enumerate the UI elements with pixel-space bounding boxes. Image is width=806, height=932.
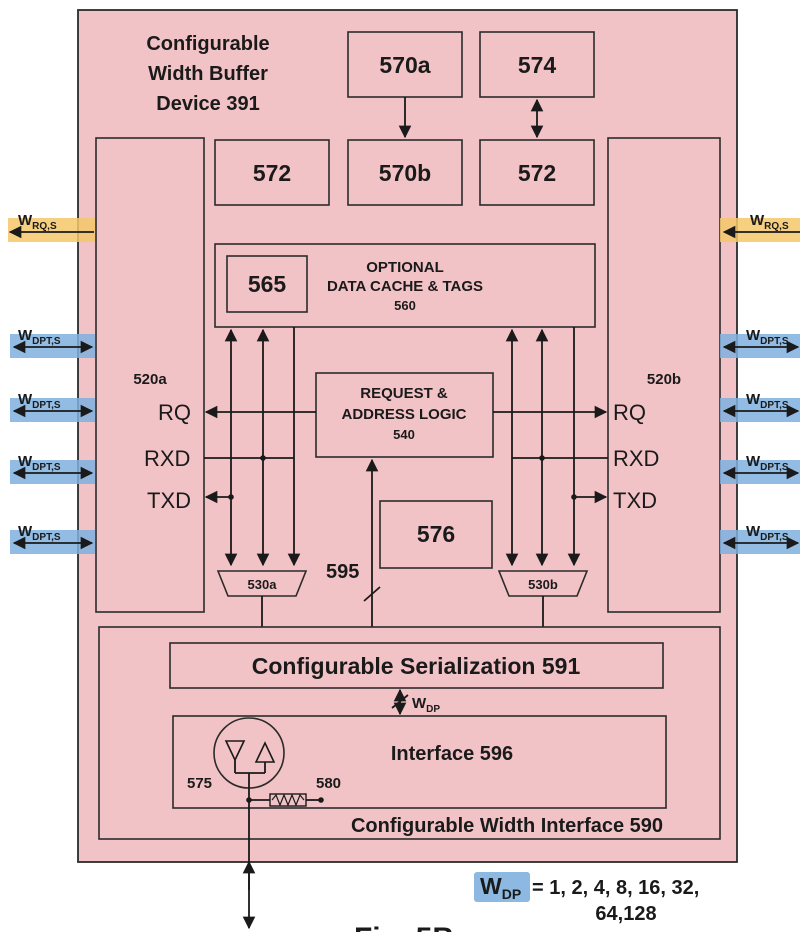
device-title-line3: Device 391 bbox=[156, 93, 259, 115]
wdp-label: WDP bbox=[412, 695, 440, 715]
wdp-slash bbox=[391, 694, 409, 709]
block-572-left bbox=[214, 139, 330, 206]
block-570b bbox=[347, 139, 463, 206]
w-dpt-right-1-label: WDPT,S bbox=[746, 327, 789, 347]
serialization-591 bbox=[169, 642, 664, 689]
mux-530a bbox=[216, 570, 308, 597]
bus-595-slash bbox=[363, 586, 381, 602]
block-572-right bbox=[479, 139, 595, 206]
pin-txd-left: TXD bbox=[147, 488, 191, 513]
block-576 bbox=[379, 500, 493, 569]
w-rq-left-label: WRQ,S bbox=[18, 212, 57, 232]
block-572-left-label: 572 bbox=[253, 160, 291, 186]
logic-line1: REQUEST & bbox=[360, 385, 448, 402]
w-dpt-right-4-label: WDPT,S bbox=[746, 523, 789, 543]
block-574-label: 574 bbox=[518, 52, 557, 78]
cache-line3: 560 bbox=[394, 298, 416, 313]
bus-595-label: 595 bbox=[326, 561, 359, 583]
device-title-line1: Configurable bbox=[146, 33, 269, 55]
cache-tag-565 bbox=[226, 255, 308, 313]
mux-530b-label: 530b bbox=[528, 577, 558, 592]
w-dpt-right-2-label: WDPT,S bbox=[746, 391, 789, 411]
port-520b-label: 520b bbox=[647, 371, 681, 388]
pin-txd-right: TXD bbox=[613, 488, 657, 513]
serialization-label: Configurable Serialization 591 bbox=[252, 653, 581, 679]
block-570b-label: 570b bbox=[379, 160, 431, 186]
port-block-520b bbox=[607, 137, 721, 613]
device-title-line2: Width Buffer bbox=[148, 63, 268, 85]
w-rq-left-highlight bbox=[8, 218, 95, 242]
w-dpt-left-2-label: WDPT,S bbox=[18, 391, 61, 411]
interface-label: Interface 596 bbox=[391, 743, 513, 765]
w-dpt-right-3-label: WDPT,S bbox=[746, 453, 789, 473]
pin-rxd-left: RXD bbox=[144, 446, 190, 471]
pin-rxd-right: RXD bbox=[613, 446, 659, 471]
port-520a-label: 520a bbox=[133, 371, 167, 388]
cache-line1: OPTIONAL bbox=[366, 259, 444, 276]
mux-530a-label: 530a bbox=[248, 577, 278, 592]
cache-line2: DATA CACHE & TAGS bbox=[327, 278, 483, 295]
pin-rq-left: RQ bbox=[158, 400, 191, 425]
block-574 bbox=[479, 31, 595, 98]
request-address-logic-540 bbox=[315, 372, 494, 458]
cache-tag-565-label: 565 bbox=[248, 271, 287, 297]
block-572-right-label: 572 bbox=[518, 160, 556, 186]
wdp-footer-symbol: WDP bbox=[480, 873, 521, 902]
logic-line3: 540 bbox=[393, 427, 415, 442]
wdp-footer-highlight bbox=[474, 872, 530, 902]
port-block-520a bbox=[95, 137, 205, 613]
block-570a-label: 570a bbox=[379, 52, 430, 78]
w-rq-right-label: WRQ,S bbox=[750, 212, 789, 232]
wdp-footer-values: = 1, 2, 4, 8, 16, 32, bbox=[532, 877, 699, 899]
resistor-terminal bbox=[318, 797, 324, 803]
pin-rq-right: RQ bbox=[613, 400, 646, 425]
block-576-label: 576 bbox=[417, 521, 455, 547]
w-dpt-left-1-label: WDPT,S bbox=[18, 327, 61, 347]
resistor-zigzag bbox=[271, 793, 305, 807]
block-570a bbox=[347, 31, 463, 98]
w-dpt-left-3-label: WDPT,S bbox=[18, 453, 61, 473]
w-dpt-left-4-label: WDPT,S bbox=[18, 523, 61, 543]
driver-triangle-icon bbox=[224, 740, 246, 762]
buffer-575-label: 575 bbox=[187, 775, 212, 792]
wdp-footer-values-2: 64,128 bbox=[595, 903, 656, 925]
resistor-580-label: 580 bbox=[316, 775, 341, 792]
logic-line2: ADDRESS LOGIC bbox=[341, 406, 466, 423]
width-interface-label: Configurable Width Interface 590 bbox=[351, 815, 663, 837]
figure-caption: Fig. 5B bbox=[354, 922, 454, 932]
mux-530b bbox=[497, 570, 589, 597]
